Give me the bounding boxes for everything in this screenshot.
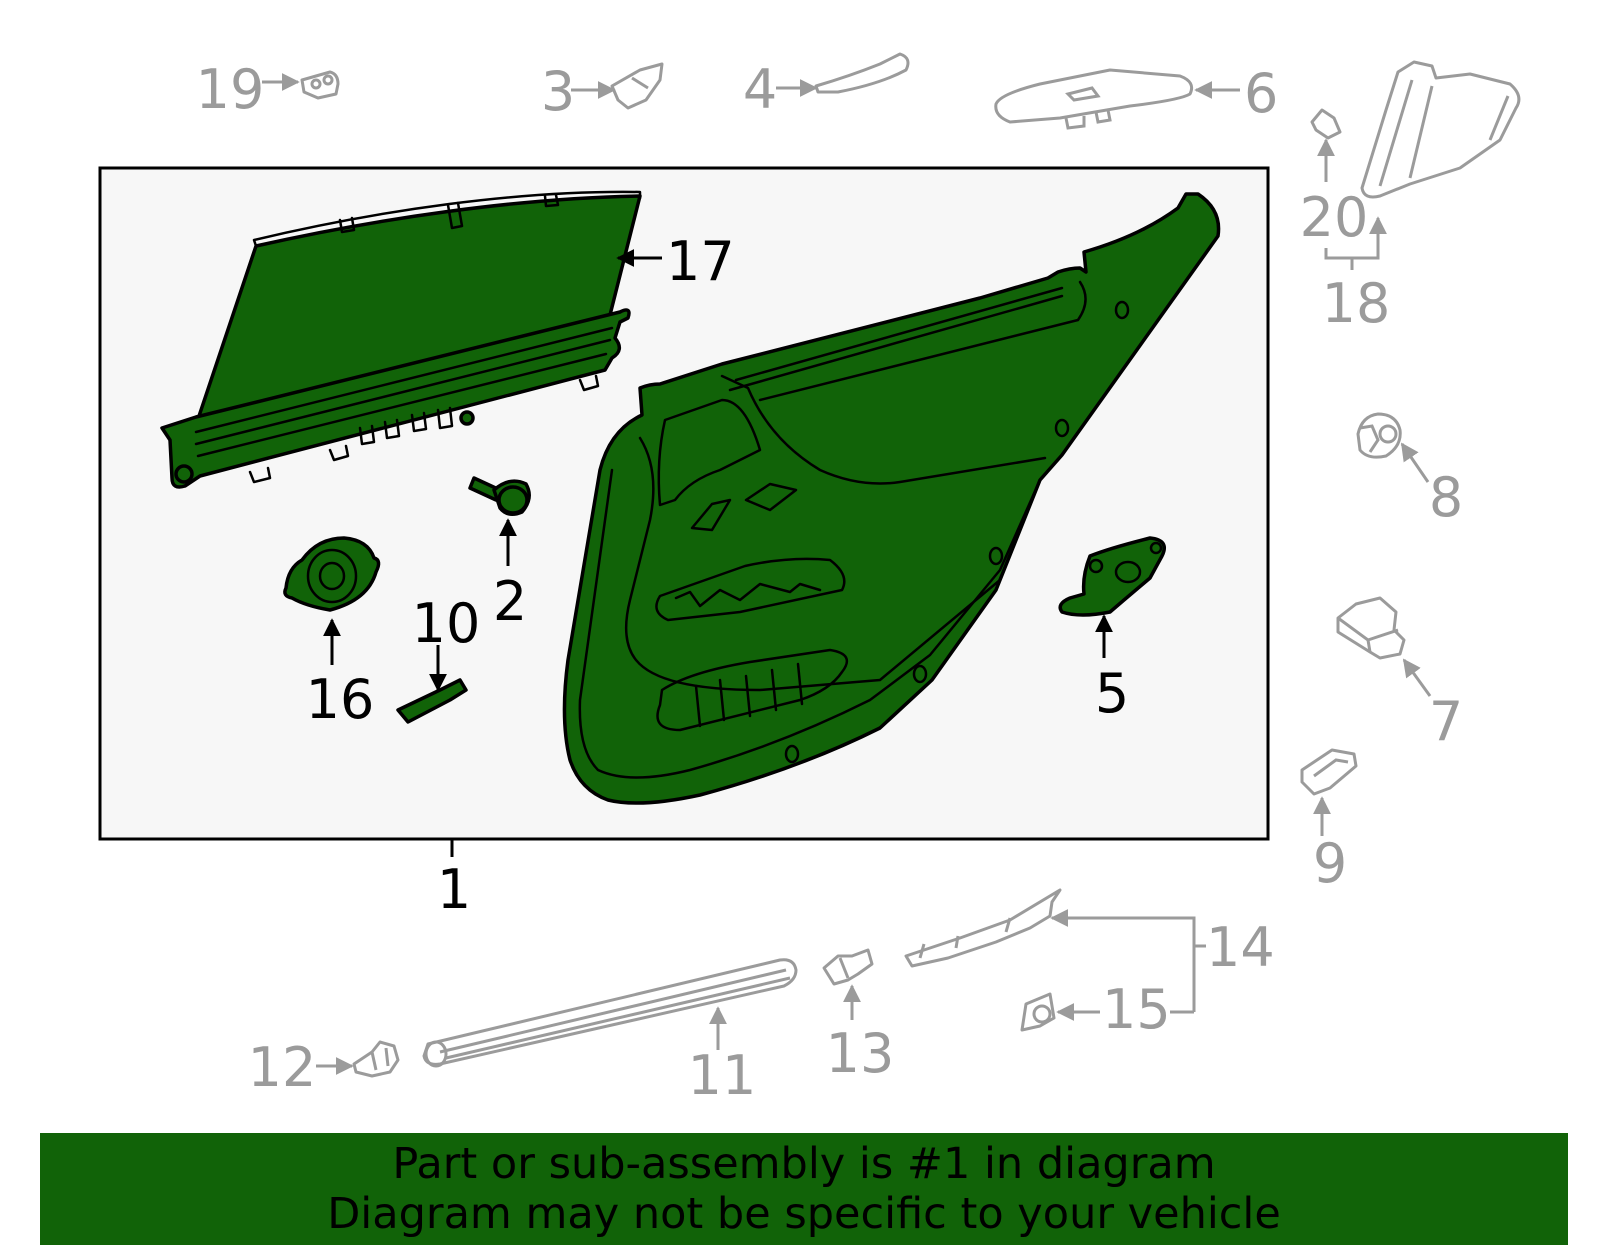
part-20-clip[interactable] bbox=[1310, 108, 1342, 140]
part-7-bracket[interactable] bbox=[1336, 596, 1406, 660]
part-13-clip[interactable] bbox=[822, 948, 874, 986]
part-12-clip[interactable] bbox=[352, 1040, 400, 1078]
part-15-clip[interactable] bbox=[1020, 992, 1056, 1032]
callout-20: 20 bbox=[1300, 186, 1369, 249]
part-5-bracket[interactable] bbox=[1058, 536, 1166, 617]
callout-3: 3 bbox=[541, 60, 575, 123]
part-6-armrest-cover[interactable] bbox=[994, 68, 1194, 130]
part-18-pillar-trim[interactable] bbox=[1360, 60, 1521, 199]
callout-6: 6 bbox=[1244, 62, 1278, 125]
disclaimer-line-1: Part or sub-assembly is #1 in diagram bbox=[392, 1139, 1216, 1189]
callout-4: 4 bbox=[743, 58, 777, 121]
callout-14: 14 bbox=[1206, 916, 1275, 979]
part-16-speaker[interactable] bbox=[283, 536, 381, 612]
part-4-strip[interactable] bbox=[814, 52, 910, 94]
callout-17: 17 bbox=[666, 230, 735, 293]
callout-12: 12 bbox=[248, 1036, 317, 1099]
callout-19: 19 bbox=[196, 58, 265, 121]
part-14-bracket[interactable] bbox=[904, 888, 1062, 968]
part-2-screw[interactable] bbox=[468, 476, 531, 516]
callout-11: 11 bbox=[688, 1044, 757, 1107]
part-19-clip[interactable] bbox=[300, 70, 340, 100]
callout-7: 7 bbox=[1429, 690, 1463, 753]
callout-2: 2 bbox=[493, 570, 527, 633]
callout-5: 5 bbox=[1095, 662, 1129, 725]
callout-8: 8 bbox=[1429, 466, 1463, 529]
part-11-weatherstrip[interactable] bbox=[422, 958, 798, 1068]
callout-16: 16 bbox=[306, 668, 375, 731]
part-8-grommet[interactable] bbox=[1356, 412, 1402, 459]
disclaimer-line-2: Diagram may not be specific to your vehi… bbox=[327, 1189, 1281, 1239]
callout-1: 1 bbox=[437, 858, 471, 921]
callout-9: 9 bbox=[1313, 832, 1347, 895]
part-3-retainer[interactable] bbox=[610, 62, 664, 110]
part-1-door-trim-panel[interactable] bbox=[562, 192, 1221, 805]
part-17-sunshade[interactable] bbox=[160, 190, 642, 489]
callout-15: 15 bbox=[1102, 978, 1171, 1041]
part-9-clip[interactable] bbox=[1300, 748, 1358, 796]
callout-18: 18 bbox=[1322, 272, 1391, 335]
disclaimer-banner: Part or sub-assembly is #1 in diagram Di… bbox=[40, 1133, 1568, 1245]
callout-10: 10 bbox=[412, 592, 481, 655]
callout-13: 13 bbox=[826, 1022, 895, 1085]
